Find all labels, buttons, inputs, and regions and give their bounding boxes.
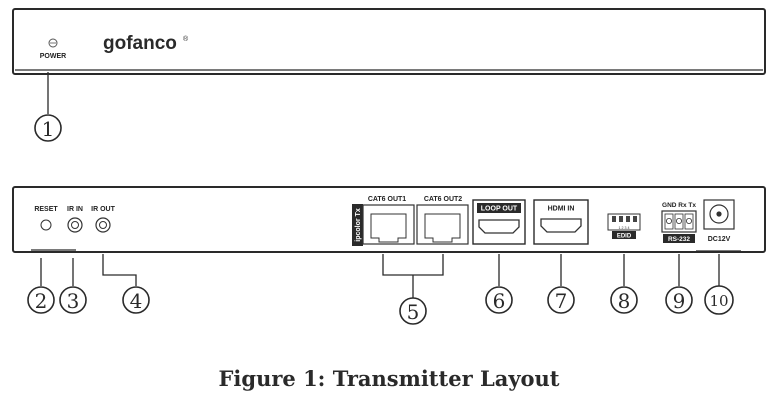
- rs232-pin-labels: GND Rx Tx: [662, 202, 696, 209]
- dc12v-label: DC12V: [708, 236, 731, 243]
- ir-in-label: IR IN: [67, 206, 83, 213]
- edid-switch-numbers: 1 2 3 4: [619, 226, 630, 230]
- svg-text:8: 8: [618, 289, 631, 313]
- ipcolor-tx-label: ipcolor Tx: [355, 208, 362, 242]
- logo-registered-mark: ®: [183, 35, 189, 43]
- callout-9: 9: [665, 286, 693, 314]
- callout-10: 10: [704, 285, 734, 315]
- callout-8: 8: [610, 286, 638, 314]
- callout-4-leader: [102, 254, 137, 286]
- loop-out-tag: [477, 203, 521, 213]
- cat6-out1-port-icon: [362, 204, 415, 245]
- hdmi-in-label: HDMI IN: [548, 206, 575, 213]
- dc-power-jack-icon: [703, 199, 735, 230]
- rs232-tag: [663, 234, 695, 243]
- callout-7: 7: [547, 286, 575, 314]
- callout-5: 5: [399, 297, 427, 325]
- rs232-terminal-block-icon: [661, 210, 697, 233]
- edid-tag: [612, 231, 636, 239]
- loop-out-hdmi-port-icon: [478, 219, 520, 234]
- cat6-out2-label: CAT6 OUT2: [424, 196, 462, 203]
- callout-3: 3: [59, 286, 87, 314]
- svg-text:6: 6: [493, 289, 506, 313]
- ipcolor-tx-tag: [352, 204, 363, 246]
- svg-text:1: 1: [42, 117, 55, 141]
- svg-text:10: 10: [709, 292, 728, 310]
- front-panel: POWER gofanco ®: [12, 8, 766, 75]
- callout-4: 4: [122, 286, 150, 314]
- callout-1: 1: [34, 114, 62, 142]
- svg-text:9: 9: [673, 289, 686, 313]
- gofanco-logo: gofanco: [103, 33, 177, 54]
- edid-label: EDID: [617, 234, 632, 240]
- loop-out-label: LOOP OUT: [481, 206, 518, 213]
- callout-6: 6: [485, 286, 513, 314]
- ir-out-label: IR OUT: [91, 206, 115, 213]
- svg-text:7: 7: [555, 289, 568, 313]
- cat6-out1-label: CAT6 OUT1: [368, 196, 406, 203]
- figure-caption: Figure 1: Transmitter Layout: [218, 366, 560, 391]
- rear-panel: RESET IR IN IR OUT ipcolor Tx CAT6 OUT1 …: [12, 186, 766, 253]
- power-led-icon: [48, 38, 58, 48]
- svg-text:3: 3: [67, 289, 80, 313]
- reset-label: RESET: [34, 206, 58, 213]
- front-panel-body: [12, 8, 766, 75]
- edid-dip-switch-icon: [607, 213, 641, 231]
- callout-5-bracket: [382, 254, 444, 276]
- callout-2: 2: [27, 286, 55, 314]
- hdmi-in-port-icon: [540, 218, 582, 233]
- cat6-out2-port-icon: [416, 204, 469, 245]
- ir-out-jack-icon: [95, 217, 111, 233]
- svg-text:2: 2: [35, 289, 48, 313]
- rs232-label: RS-232: [668, 236, 690, 243]
- callout-leaders: [31, 249, 741, 298]
- svg-text:5: 5: [407, 300, 420, 324]
- power-label: POWER: [40, 53, 66, 60]
- ir-in-jack-icon: [67, 217, 83, 233]
- svg-text:4: 4: [130, 289, 143, 313]
- reset-button-icon: [40, 219, 52, 231]
